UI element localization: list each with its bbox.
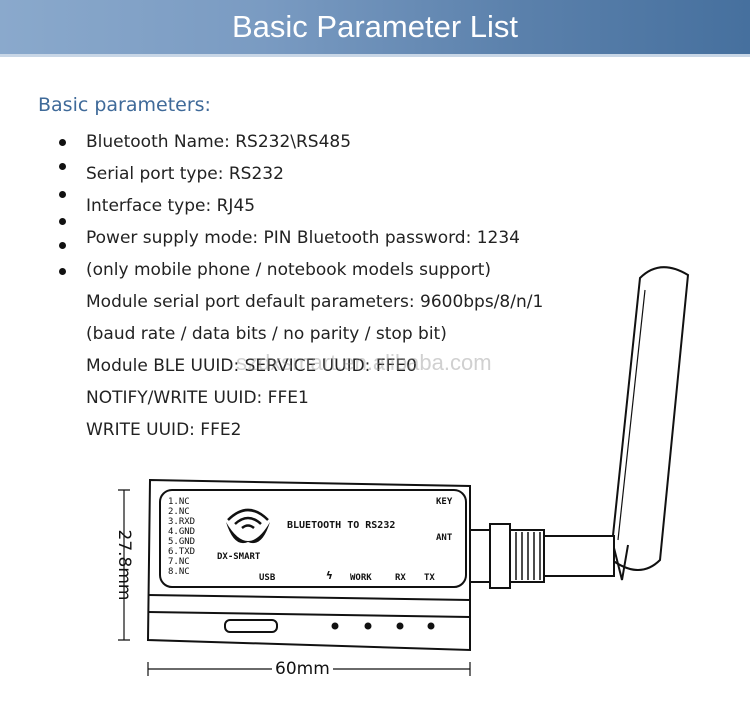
pin-label: 7.NC	[168, 557, 190, 567]
param-item: Serial port type: RS232	[86, 164, 284, 184]
param-item: Interface type: RJ45	[86, 196, 256, 216]
param-item: (baud rate / data bits / no parity / sto…	[86, 324, 447, 344]
wifi-logo-icon	[227, 508, 269, 530]
parameter-list: Bluetooth Name: RS232\RS485 Serial port …	[86, 130, 543, 450]
pin-label: 5.GND	[168, 537, 196, 547]
bullet-icon	[59, 218, 66, 225]
led-work	[364, 622, 372, 630]
key-label: KEY	[436, 497, 453, 507]
param-item: Module BLE UUID: SERVICE UUID: FFE0	[86, 356, 417, 376]
brand-label: DX-SMART	[217, 552, 261, 562]
pin-label: 4.GND	[168, 527, 196, 537]
pin-label: 8.NC	[168, 567, 190, 577]
bullet-icon	[59, 163, 66, 170]
param-item: NOTIFY/WRITE UUID: FFE1	[86, 388, 309, 408]
bullet-icon	[59, 242, 66, 249]
bullet-icon	[59, 139, 66, 146]
bullet-icon	[59, 191, 66, 198]
param-item: Bluetooth Name: RS232\RS485	[86, 132, 352, 152]
pin-label: 2.NC	[168, 507, 190, 517]
page-title: Basic Parameter List	[232, 9, 518, 44]
pin-list: 1.NC 2.NC 3.RXD 4.GND 5.GND 6.TXD 7.NC 8…	[168, 497, 195, 577]
width-dimension: 60mm	[272, 659, 333, 679]
pin-label: 3.RXD	[168, 517, 196, 527]
power-icon: ϟ	[326, 569, 333, 582]
param-item: Module serial port default parameters: 9…	[86, 292, 544, 312]
antenna-icon	[611, 266, 690, 571]
pin-label: 1.NC	[168, 497, 190, 507]
tx-label: TX	[424, 573, 435, 583]
pin-label: 6.TXD	[168, 547, 196, 557]
height-dimension: 27.8mm	[114, 529, 134, 601]
rx-label: RX	[395, 573, 406, 583]
led-power	[331, 622, 339, 630]
watermark: szdxsmart.en.alibaba.com	[236, 350, 492, 375]
device-title: BLUETOOTH TO RS232	[287, 520, 396, 531]
led-tx	[427, 622, 435, 630]
param-item: WRITE UUID: FFE2	[86, 420, 242, 440]
param-item: (only mobile phone / notebook models sup…	[86, 260, 492, 280]
usb-label: USB	[259, 573, 276, 583]
param-item: Power supply mode: PIN Bluetooth passwor…	[86, 228, 520, 248]
led-rx	[396, 622, 404, 630]
work-label: WORK	[350, 573, 372, 583]
section-subtitle: Basic parameters:	[38, 94, 211, 116]
header-banner: Basic Parameter List	[0, 0, 750, 57]
bullet-icon	[59, 268, 66, 275]
ant-label: ANT	[436, 533, 453, 543]
